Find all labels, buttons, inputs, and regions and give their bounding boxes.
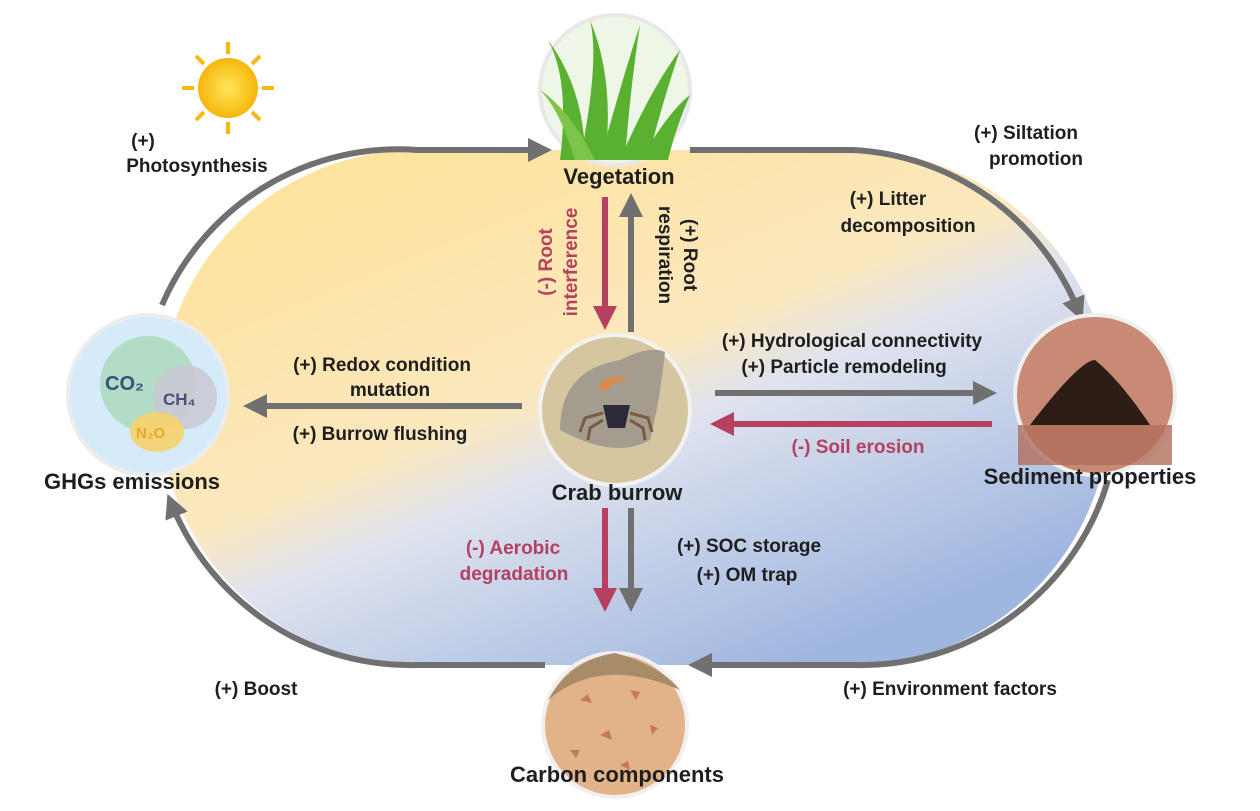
redox-label-1: (+) Redox condition [293,355,471,376]
ch4-label: CH₄ [163,390,196,409]
particle-label: (+) Particle remodeling [741,357,946,378]
root-respiration-label-2: respiration [654,206,675,304]
crab-icon [578,376,654,441]
carbon-title: Carbon components [510,762,724,787]
sediment-title: Sediment properties [984,464,1197,489]
root-interference-label-1: (-) Root [536,228,557,296]
aerobic-label-2: degradation [460,564,569,585]
siltation-arrow [690,147,1085,322]
environment-label: (+) Environment factors [843,679,1057,700]
photosynthesis-label-1: (+) [131,131,155,152]
carbon-node [541,651,689,799]
ghg-title: GHGs emissions [44,469,220,494]
crab-node [538,333,692,487]
root-respiration-label-1: (+) Root [679,219,700,292]
siltation-label-2: promotion [989,149,1083,170]
siltation-label-1: (+) Siltation [974,123,1078,144]
crab-title: Crab burrow [552,480,684,505]
photosynthesis-label-2: Photosynthesis [126,156,267,177]
n2o-label: N₂O [136,425,165,442]
vegetation-title: Vegetation [563,164,674,189]
redox-label-2: mutation [350,380,430,401]
photosynthesis-arrow [159,138,552,307]
hydrological-label: (+) Hydrological connectivity [722,331,983,352]
soc-label: (+) SOC storage [677,536,821,557]
ghg-node [66,313,230,477]
vegetation-node [538,13,692,167]
co2-label: CO₂ [105,373,144,395]
aerobic-label-1: (-) Aerobic [466,538,561,559]
sediment-node [1013,313,1177,477]
boost-label: (+) Boost [215,679,299,700]
burrow-flushing-label: (+) Burrow flushing [293,424,468,445]
root-interference-label-2: interference [561,208,582,317]
sun-icon [182,42,274,134]
litter-label-2: decomposition [840,216,975,237]
soil-erosion-label: (-) Soil erosion [792,437,925,458]
environment-arrow [688,479,1111,677]
om-label: (+) OM trap [697,565,798,586]
boost-arrow [165,493,545,669]
litter-label-1: (+) Litter [850,189,927,210]
grass-icon [540,20,690,160]
